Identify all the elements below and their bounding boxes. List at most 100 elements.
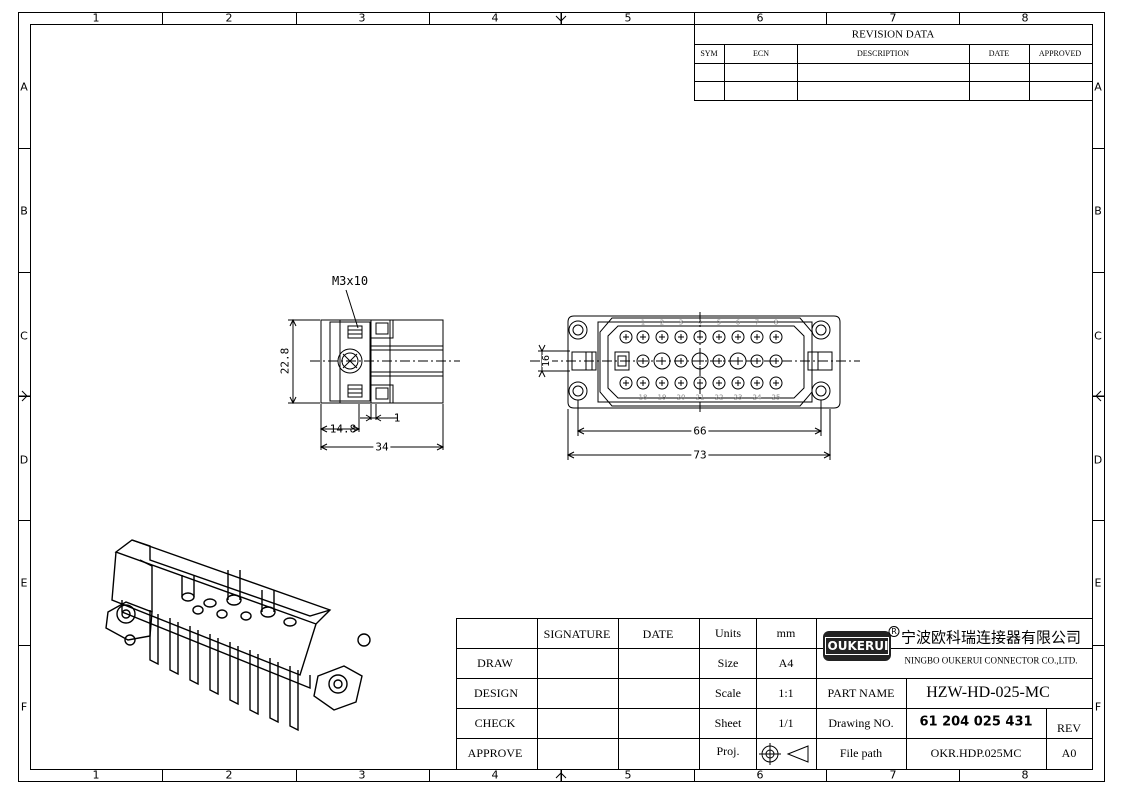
col-label: 4 [491, 768, 499, 782]
centering-marks [18, 12, 1104, 782]
contact-pin-cross [678, 358, 684, 364]
contact-pin [653, 352, 671, 370]
dim-inner-width: 66 [691, 424, 709, 438]
contact-pin-cross [754, 334, 760, 340]
contact-pin-cross [659, 334, 665, 340]
role-design: DESIGN [474, 686, 518, 700]
part-name-value: HZW-HD-025-MC [926, 684, 1050, 701]
row-label: A [20, 80, 28, 94]
contact-pin [636, 376, 650, 390]
contact-pin [750, 376, 764, 390]
col-label: 1 [92, 11, 100, 25]
contact-pin [731, 376, 745, 390]
contact-pin-cross [659, 380, 665, 386]
pin-number-label: 7 [754, 318, 760, 327]
col-label: 8 [1021, 11, 1029, 25]
pin-number-label: 24 [752, 393, 762, 402]
contact-pin [636, 330, 650, 344]
col-label: 2 [225, 768, 233, 782]
contact-pin [750, 330, 764, 344]
col-label: 3 [358, 11, 366, 25]
dim-height: 22.8 [278, 347, 292, 375]
contact-pin [619, 330, 633, 344]
registered-mark: R [888, 626, 900, 637]
contact-pin-cross [754, 380, 760, 386]
pin-number-label: 1 [640, 318, 646, 327]
role-approve: APPROVE [467, 746, 523, 760]
sheet-value: 1/1 [778, 716, 794, 730]
scale-value: 1:1 [778, 686, 794, 700]
logo-text: OUKERUI [827, 639, 889, 653]
drawing-no-label: Drawing NO. [828, 716, 894, 730]
row-label: F [20, 700, 28, 714]
revision-header-description: DESCRIPTION [856, 49, 910, 58]
revision-header-date: DATE [988, 49, 1010, 58]
company-name-cn: 宁波欧科瑞连接器有限公司 [900, 628, 1082, 647]
contact-pin [636, 354, 650, 368]
col-label: 5 [624, 768, 632, 782]
col-label: 5 [624, 11, 632, 25]
isometric-view [105, 539, 371, 732]
row-label: E [20, 576, 28, 590]
row-label: E [1094, 576, 1102, 590]
pin-number-label: 23 [733, 393, 743, 402]
units-value: mm [776, 626, 796, 640]
contact-pin-cross [734, 357, 742, 365]
contact-pin [655, 376, 669, 390]
contact-pin-cross [640, 334, 646, 340]
contact-pin [674, 330, 688, 344]
col-label: 6 [756, 11, 764, 25]
pin-number-label: 19 [657, 393, 667, 402]
contact-pin-cross [640, 380, 646, 386]
contact-pin [712, 376, 726, 390]
col-label: 6 [756, 768, 764, 782]
file-path-value: OKR.HDP.025MC [930, 746, 1022, 760]
projection-symbol [759, 743, 809, 765]
col-label: 8 [1021, 768, 1029, 782]
contact-pin-cross [735, 334, 741, 340]
contact-pin [769, 376, 783, 390]
dim-pin-height: 16 [541, 354, 552, 368]
contact-pin [712, 354, 726, 368]
col-label: 3 [358, 768, 366, 782]
dim-outer-width: 73 [691, 448, 709, 462]
contact-pin-cross [716, 380, 722, 386]
row-label: C [1094, 329, 1102, 343]
contact-pin [691, 352, 709, 370]
part-name-label: PART NAME [827, 686, 895, 700]
contact-pin [655, 330, 669, 344]
contact-pin [712, 330, 726, 344]
pin-number-label: 4 [697, 318, 703, 327]
contact-pin-cross [678, 334, 684, 340]
contact-pin-cross [773, 380, 779, 386]
drawing-no-value: 61 204 025 431 [919, 714, 1033, 730]
contact-pin [729, 352, 747, 370]
revision-header-approved: APPROVED [1038, 49, 1082, 58]
role-draw: DRAW [477, 656, 513, 670]
row-label: A [1094, 80, 1102, 94]
row-label: D [19, 453, 29, 467]
contact-pin-cross [640, 358, 646, 364]
pin-number-label: 2 [659, 318, 665, 327]
contact-pin [731, 330, 745, 344]
revision-header-sym: SYM [700, 49, 718, 58]
pin-number-label: 5 [716, 318, 722, 327]
contact-pin-cross [773, 358, 779, 364]
col-label: 7 [889, 11, 897, 25]
row-label: B [20, 204, 28, 218]
signature-header: SIGNATURE [543, 627, 611, 641]
dim-small: 1 [393, 411, 401, 425]
col-label: 1 [92, 768, 100, 782]
file-path-label: File path [839, 746, 883, 760]
contact-pin-cross [716, 334, 722, 340]
outer-border [18, 12, 1105, 782]
pin-number-label: 6 [735, 318, 741, 327]
contact-pin-cross [697, 380, 703, 386]
rev-value: A0 [1061, 746, 1077, 760]
contact-pins [619, 330, 783, 390]
contact-pin-cross [735, 380, 741, 386]
row-label: B [1094, 204, 1102, 218]
contact-pin [674, 376, 688, 390]
